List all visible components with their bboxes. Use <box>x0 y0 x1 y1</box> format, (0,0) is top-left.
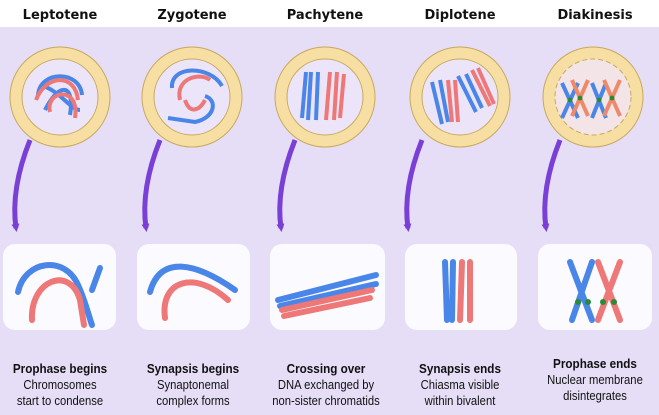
card-diakinesis <box>538 244 652 330</box>
caption-line: disintegrates <box>563 389 627 403</box>
caption-line: Nuclear membrane <box>547 373 643 387</box>
caption-line: DNA exchanged by <box>277 378 375 392</box>
nucleus-zygotene <box>141 46 243 148</box>
arrow-down-icon <box>141 139 163 232</box>
arrow-icons <box>11 139 563 232</box>
arrow-down-icon <box>403 139 425 232</box>
nucleus-diakinesis <box>542 46 644 148</box>
caption-zygotene: Synapsis begins Synaptonemal complex for… <box>130 361 256 409</box>
caption-line: start to condense <box>16 394 104 408</box>
arrow-down-icon <box>541 139 563 232</box>
caption-diakinesis: Prophase ends Nuclear membrane disintegr… <box>532 356 658 404</box>
caption-line: Synaptonemal <box>157 378 229 392</box>
caption-line: within bivalent <box>424 394 496 408</box>
caption-line: complex forms <box>156 394 230 408</box>
arrow-down-icon <box>276 139 298 232</box>
stage-title-pachytene: Pachytene <box>286 8 364 23</box>
caption-heading: Prophase ends <box>553 356 637 371</box>
caption-heading: Prophase begins <box>12 361 108 376</box>
stage-title-leptotene: Leptotene <box>22 8 98 23</box>
nucleus-pachytene <box>274 46 376 148</box>
nucleus-diplotene <box>409 46 511 148</box>
caption-heading: Crossing over <box>286 361 366 376</box>
caption-line: non-sister chromatids <box>272 394 380 408</box>
caption-line: Chromosomes <box>23 378 97 392</box>
caption-line: Chiasma visible <box>420 378 500 392</box>
caption-pachytene: Crossing over DNA exchanged by non-siste… <box>263 361 389 409</box>
caption-heading: Synapsis ends <box>419 361 501 376</box>
caption-leptotene: Prophase begins Chromosomes start to con… <box>0 361 123 409</box>
stage-title-diakinesis: Diakinesis <box>557 8 633 23</box>
arrow-down-icon <box>11 139 33 232</box>
nucleus-leptotene <box>9 46 111 148</box>
caption-heading: Synapsis begins <box>146 361 240 376</box>
caption-diplotene: Synapsis ends Chiasma visible within biv… <box>397 361 523 409</box>
stage-title-diplotene: Diplotene <box>424 8 496 23</box>
stage-title-zygotene: Zygotene <box>157 8 227 23</box>
